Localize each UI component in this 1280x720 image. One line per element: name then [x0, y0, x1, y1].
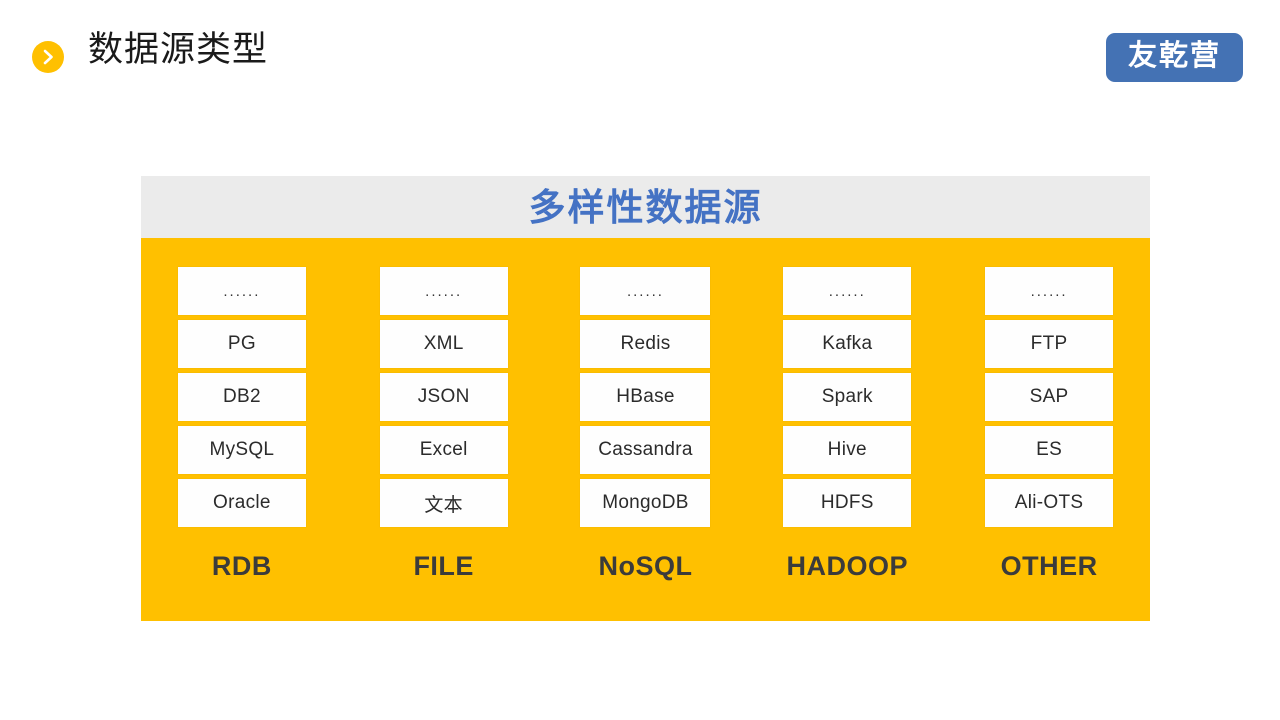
data-source-item: PG	[177, 320, 306, 368]
data-source-item: MySQL	[177, 426, 306, 474]
data-source-item: MongoDB	[580, 479, 711, 527]
data-source-item: DB2	[177, 373, 306, 421]
data-source-category-label: RDB	[211, 551, 272, 581]
data-source-column-nosql: ...... Redis HBase Cassandra MongoDB NoS…	[560, 267, 730, 580]
data-source-item: HDFS	[783, 479, 912, 527]
data-source-item: Cassandra	[580, 426, 711, 474]
data-source-item: Excel	[379, 426, 508, 474]
chevron-right-circle-icon	[32, 41, 64, 73]
data-source-item: 文本	[379, 479, 508, 527]
data-source-item-list: ...... XML JSON Excel 文本	[379, 267, 508, 527]
data-source-category-label: NoSQL	[598, 551, 693, 581]
data-source-category-label: FILE	[413, 551, 474, 581]
diagram-title: 多样性数据源	[528, 186, 763, 228]
data-source-column-file: ...... XML JSON Excel 文本 FILE	[359, 267, 529, 580]
data-source-item: ......	[379, 267, 508, 315]
data-source-item: Redis	[580, 320, 711, 368]
data-source-item: JSON	[379, 373, 508, 421]
data-source-category-label: HADOOP	[786, 551, 909, 581]
data-source-column-other: ...... FTP SAP ES Ali-OTS OTHER	[964, 267, 1134, 580]
data-source-item: ES	[985, 426, 1114, 474]
page-title: 数据源类型	[88, 30, 269, 69]
data-source-item: HBase	[580, 373, 711, 421]
data-source-diagram: 多样性数据源 ...... PG DB2 MySQL Oracle RDB ..…	[141, 176, 1150, 621]
diagram-body: ...... PG DB2 MySQL Oracle RDB ...... XM…	[141, 238, 1150, 621]
data-source-item: ......	[580, 267, 711, 315]
data-source-item: Oracle	[177, 479, 306, 527]
data-source-item: ......	[783, 267, 912, 315]
data-source-columns: ...... PG DB2 MySQL Oracle RDB ...... XM…	[141, 238, 1150, 621]
data-source-item: Kafka	[783, 320, 912, 368]
data-source-item: ......	[177, 267, 306, 315]
data-source-item-list: ...... PG DB2 MySQL Oracle	[177, 267, 306, 527]
data-source-item-list: ...... Redis HBase Cassandra MongoDB	[580, 267, 711, 527]
data-source-category-label: OTHER	[1000, 551, 1098, 581]
data-source-item: FTP	[985, 320, 1114, 368]
data-source-item: ......	[985, 267, 1114, 315]
data-source-column-hadoop: ...... Kafka Spark Hive HDFS HADOOP	[762, 267, 932, 580]
data-source-column-rdb: ...... PG DB2 MySQL Oracle RDB	[157, 267, 327, 580]
data-source-item: XML	[379, 320, 508, 368]
data-source-item-list: ...... FTP SAP ES Ali-OTS	[985, 267, 1114, 527]
data-source-item: SAP	[985, 373, 1114, 421]
brand-badge: 友乾营	[1105, 33, 1243, 83]
diagram-title-bar: 多样性数据源	[141, 176, 1150, 238]
data-source-item: Hive	[783, 426, 912, 474]
data-source-item: Spark	[783, 373, 912, 421]
data-source-item: Ali-OTS	[985, 479, 1114, 527]
data-source-item-list: ...... Kafka Spark Hive HDFS	[783, 267, 912, 527]
slide-header: 数据源类型 友乾营	[0, 0, 1280, 110]
